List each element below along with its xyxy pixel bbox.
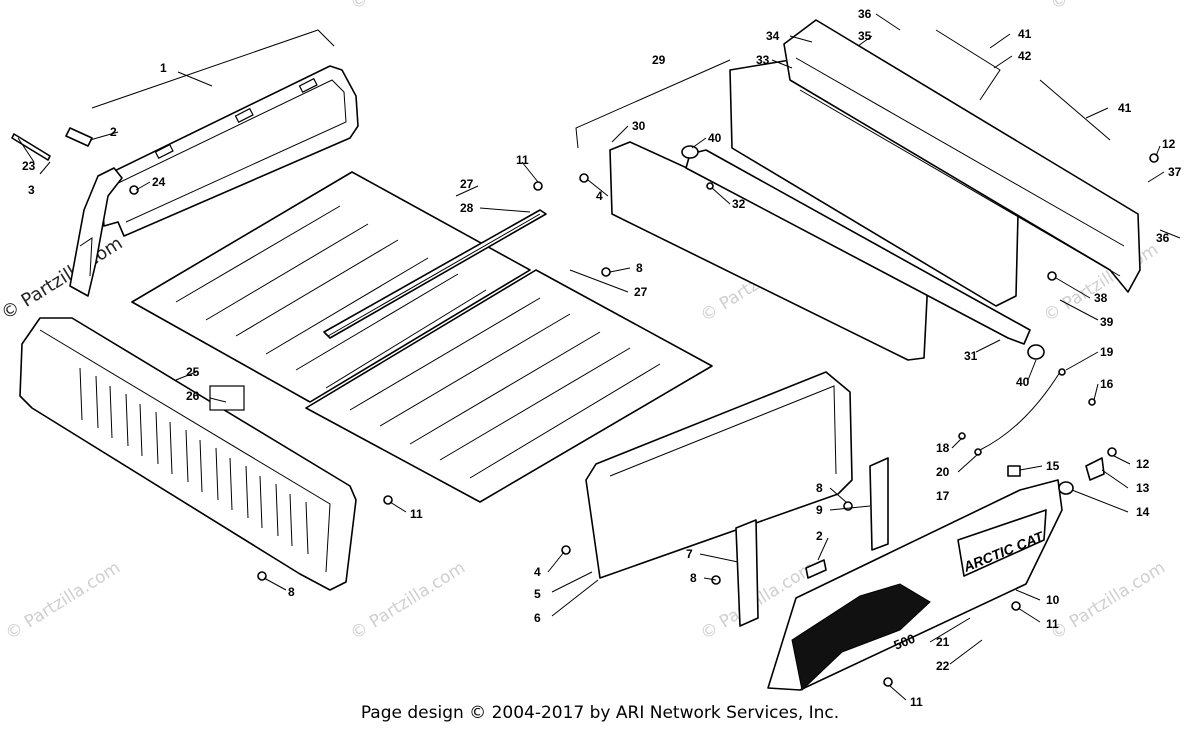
callout-27: 27 <box>634 285 648 299</box>
latch-2 <box>65 127 93 147</box>
callout-40: 40 <box>1016 375 1030 389</box>
callout-41: 41 <box>1018 27 1032 41</box>
callout-30: 30 <box>632 119 646 133</box>
rear-bulkhead <box>19 317 357 591</box>
nut-8b <box>601 267 611 277</box>
callout-7: 7 <box>686 547 693 561</box>
callout-8: 8 <box>288 585 295 599</box>
tailgate-outer: ARCTIC CAT 500 <box>767 479 1063 691</box>
tailgate-bracket-left <box>735 519 759 627</box>
tailgate-cable <box>974 368 1066 456</box>
floor-panel-left <box>131 171 531 403</box>
group-brackets <box>91 29 731 149</box>
callout-8: 8 <box>690 571 697 585</box>
callout-28: 28 <box>460 201 474 215</box>
latch-13 <box>1085 457 1105 481</box>
callout-42: 42 <box>1018 49 1032 63</box>
callout-35: 35 <box>858 29 872 43</box>
bolt-23 <box>11 133 51 161</box>
callout-18: 18 <box>936 441 950 455</box>
tailgate-inner-panel <box>585 371 853 579</box>
callout-11: 11 <box>516 153 529 167</box>
front-bulkhead <box>69 65 359 297</box>
callout-38: 38 <box>1094 291 1108 305</box>
callout-33: 33 <box>756 53 770 67</box>
watermark-text: © Partzilla.com <box>347 558 469 644</box>
screw-16 <box>1088 398 1096 406</box>
callout-12: 12 <box>1162 137 1176 151</box>
side-panel-outer <box>609 141 929 361</box>
callout-41: 41 <box>1118 101 1132 115</box>
callout-31: 31 <box>964 349 978 363</box>
watermark-text: © Partzilla.com <box>1047 0 1169 14</box>
callout-10: 10 <box>1046 593 1060 607</box>
callout-11: 11 <box>410 507 423 521</box>
callout-36: 36 <box>1156 231 1170 245</box>
watermark-text: © Partzilla.com <box>347 0 469 14</box>
callout-4: 4 <box>596 189 603 203</box>
nut-38 <box>1047 271 1057 281</box>
screw-11b <box>533 181 543 191</box>
floor-rail <box>323 209 547 339</box>
callout-15: 15 <box>1046 459 1060 473</box>
callout-37: 37 <box>1168 165 1182 179</box>
callout-26: 26 <box>186 389 200 403</box>
hardware <box>11 127 1159 687</box>
callout-6: 6 <box>534 611 541 625</box>
callout-1: 1 <box>160 61 167 75</box>
callout-34: 34 <box>766 29 780 43</box>
callout-19: 19 <box>1100 345 1114 359</box>
callout-25: 25 <box>186 365 200 379</box>
callout-9: 9 <box>816 503 823 517</box>
bracket-15 <box>1007 465 1021 477</box>
callout-3: 3 <box>28 183 35 197</box>
watermark-text: © Partzilla.com <box>0 233 126 324</box>
page-footer: Page design © 2004-2017 by ARI Network S… <box>360 703 840 723</box>
floor-panel-right <box>305 269 713 503</box>
callout-2: 2 <box>816 529 823 543</box>
callout-12: 12 <box>1136 457 1150 471</box>
callout-8: 8 <box>816 481 823 495</box>
screw-11d <box>883 677 893 687</box>
callout-16: 16 <box>1100 377 1114 391</box>
bumper-14 <box>1058 481 1074 495</box>
callout-36: 36 <box>858 7 872 21</box>
callout-5: 5 <box>534 587 541 601</box>
screw-32 <box>706 182 714 190</box>
bolt-12b <box>1107 447 1117 457</box>
callout-2: 2 <box>110 125 117 139</box>
callouts: 1 2 3 23 24 25 26 11 8 11 27 28 8 27 29 … <box>22 7 1182 709</box>
leader-lines <box>17 13 1181 701</box>
nut-24 <box>129 185 139 195</box>
watermark-text: © Partzilla.com <box>2 558 124 644</box>
label-decal <box>209 385 245 411</box>
callout-24: 24 <box>152 175 166 189</box>
callout-27: 27 <box>460 177 474 191</box>
callout-29: 29 <box>652 53 666 67</box>
screw-18 <box>958 432 966 440</box>
callout-11: 11 <box>1046 617 1059 631</box>
watermark-text: © Partzilla.com <box>1047 558 1169 644</box>
callout-8: 8 <box>636 261 643 275</box>
callout-17: 17 <box>936 489 950 503</box>
callout-40: 40 <box>708 131 722 145</box>
tailgate-bracket-right <box>869 457 889 551</box>
callout-21: 21 <box>936 635 950 649</box>
side-rail-top <box>783 19 1141 293</box>
callout-20: 20 <box>936 465 950 479</box>
callout-32: 32 <box>732 197 746 211</box>
screw-4a <box>579 173 589 183</box>
callout-14: 14 <box>1136 505 1150 519</box>
callout-4: 4 <box>534 565 541 579</box>
callout-11: 11 <box>910 695 923 709</box>
side-rail <box>681 145 1045 360</box>
callout-13: 13 <box>1136 481 1150 495</box>
callout-23: 23 <box>22 159 36 173</box>
callout-22: 22 <box>936 659 950 673</box>
callout-39: 39 <box>1100 315 1114 329</box>
latch-2b <box>805 559 827 579</box>
